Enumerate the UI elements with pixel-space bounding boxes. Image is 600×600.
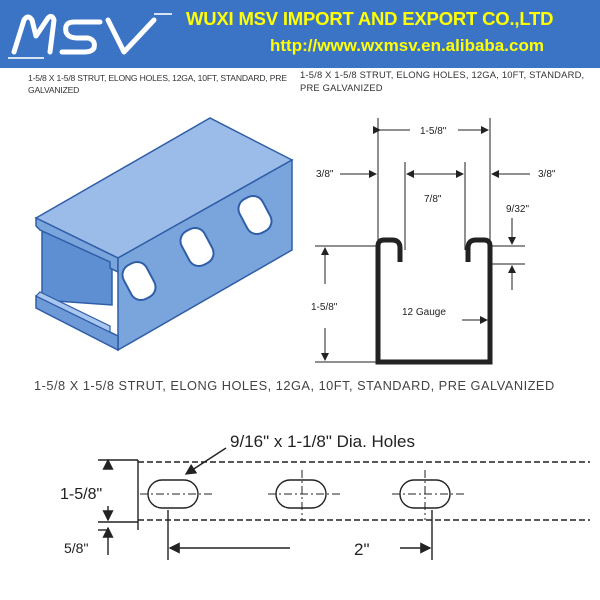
section-right-flange-label: 3/8" [538,169,556,180]
msv-logo [8,13,172,59]
hole-detail-caption: 1-5/8 X 1-5/8 STRUT, ELONG HOLES, 12GA, … [34,378,555,393]
section-width-label: 1-5/8" [420,126,447,137]
section-lip-label: 9/32" [506,204,529,215]
strut-slot [237,194,273,236]
hole-offset-label: 5/8" [64,540,88,556]
section-height-label: 1-5/8" [311,302,338,313]
strut-slot [121,260,157,302]
section-caption: 1-5/8 X 1-5/8 STRUT, ELONG HOLES, 12GA, … [300,69,585,93]
company-name: WUXI MSV IMPORT AND EXPORT CO.,LTD [186,8,554,29]
strut-bottom-lip [34,291,119,337]
section-gauge-label: 12 Gauge [402,307,446,318]
section-slot-opening-label: 7/8" [424,194,442,205]
header-banner: WUXI MSV IMPORT AND EXPORT CO.,LTD http:… [0,0,600,68]
section-left-flange-label: 3/8" [316,169,334,180]
hole-size-label: 9/16" x 1-1/8" Dia. Holes [230,432,415,451]
hole-height-label: 1-5/8" [60,486,102,503]
strut-slot [179,226,215,268]
strut-section-profile [375,237,493,365]
hole-spacing-label: 2" [354,540,370,559]
company-url: http://www.wxmsv.en.alibaba.com [270,36,544,55]
isometric-caption: 1-5/8 X 1-5/8 STRUT, ELONG HOLES, 12GA, … [28,73,287,95]
